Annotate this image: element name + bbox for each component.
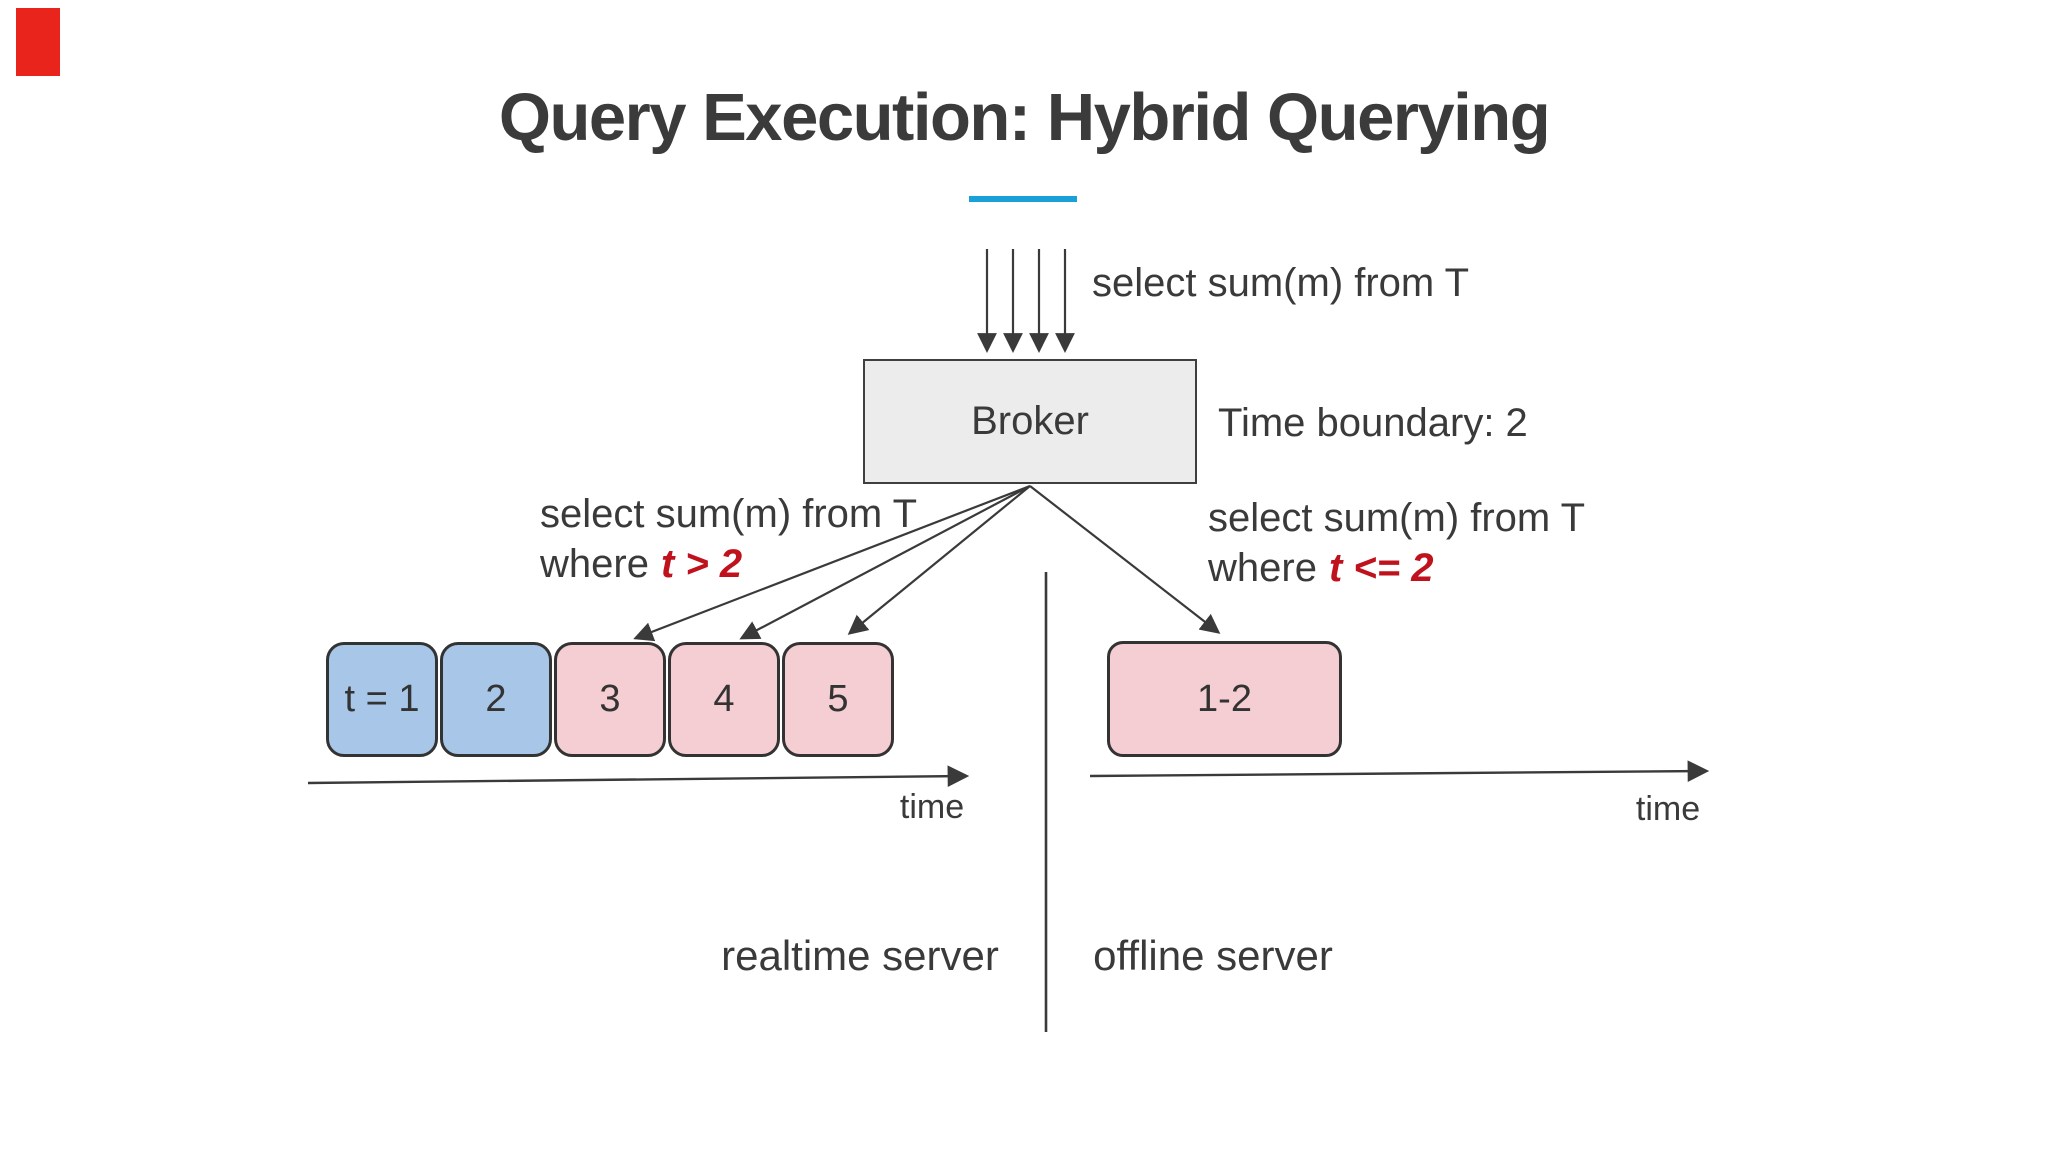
time-axis-right-label: time xyxy=(1635,790,1701,828)
red-corner-marker xyxy=(16,8,60,76)
time-axis-right xyxy=(1089,760,1710,782)
segment-t4: 4 xyxy=(668,642,780,757)
time-axis-left-label: time xyxy=(899,788,965,826)
time-axes xyxy=(307,760,1710,787)
realtime-query-line1: select sum(m) from T xyxy=(540,492,918,536)
realtime-query-where: where xyxy=(540,542,649,586)
segment-t5: 5 xyxy=(782,642,894,757)
segment-t3: 3 xyxy=(554,642,666,757)
offline-query-where: where xyxy=(1208,546,1317,590)
segment-t4-label: 4 xyxy=(713,678,735,720)
realtime-query-predicate: t > 2 xyxy=(660,542,743,586)
time-boundary-label: Time boundary: 2 xyxy=(1218,401,1528,445)
incoming-query-arrows xyxy=(977,249,1075,353)
top-query-label: select sum(m) from T xyxy=(1092,261,1470,305)
realtime-server-label: realtime server xyxy=(721,932,999,979)
time-axis-left xyxy=(307,765,970,787)
segment-offline-1-2: 1-2 xyxy=(1107,641,1342,757)
title-underline xyxy=(969,196,1077,202)
broker-label: Broker xyxy=(971,399,1089,443)
offline-server-label: offline server xyxy=(1093,932,1333,979)
segment-t1: t = 1 xyxy=(326,642,438,757)
segment-t5-label: 5 xyxy=(827,678,849,720)
segment-t1-label: t = 1 xyxy=(344,678,420,720)
offline-query-predicate: t <= 2 xyxy=(1328,546,1434,590)
segment-t3-label: 3 xyxy=(599,678,621,720)
broker-box: Broker xyxy=(863,359,1197,484)
slide-title: Query Execution: Hybrid Querying xyxy=(498,80,1551,155)
offline-query-line1: select sum(m) from T xyxy=(1208,496,1586,540)
segment-offline-label: 1-2 xyxy=(1197,677,1252,720)
segment-t2-label: 2 xyxy=(485,678,507,720)
segment-t2: 2 xyxy=(440,642,552,757)
